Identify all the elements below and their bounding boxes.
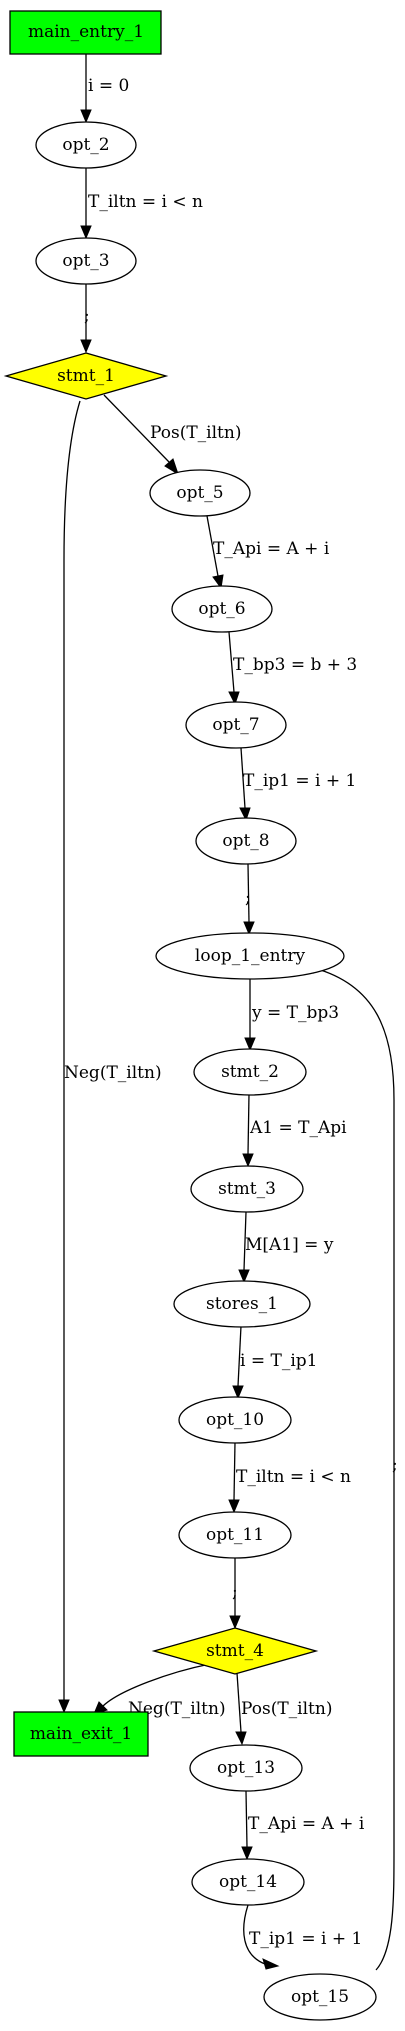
edge-label: A1 = T_Api xyxy=(249,1118,347,1138)
edge-label: Neg(T_iltn) xyxy=(64,1063,162,1083)
edge-label: ; xyxy=(232,1582,238,1602)
node-opt-11: opt_11 xyxy=(178,1511,292,1559)
node-main-entry-1: main_entry_1 xyxy=(9,10,162,55)
node-opt-10: opt_10 xyxy=(178,1396,292,1444)
edge-label: Pos(T_iltn) xyxy=(241,1699,332,1719)
edge-opt-3-to-stmt-1: ; xyxy=(80,284,92,354)
edge-main-entry-to-opt-2: i = 0 xyxy=(80,54,129,124)
edge-opt-10-to-opt-11: T_iltn = i < n xyxy=(228,1441,351,1514)
edge-label: ; xyxy=(245,888,251,908)
edge-opt-11-to-stmt-4: ; xyxy=(229,1557,241,1630)
edge-stores-1-to-opt-10: i = T_ip1 xyxy=(232,1325,317,1400)
node-opt-2: opt_2 xyxy=(35,121,137,169)
edge-label: T_Api = A + i xyxy=(213,539,330,559)
node-label: opt_14 xyxy=(219,1872,277,1892)
edge-label: M[A1] = y xyxy=(245,1235,334,1255)
edge-label: i = T_ip1 xyxy=(240,1351,317,1371)
nodes: main_entry_1 opt_2 opt_3 stmt_1 opt_5 op… xyxy=(3,10,377,2021)
node-opt-5: opt_5 xyxy=(149,469,251,517)
node-label: loop_1_entry xyxy=(195,946,306,966)
edge-label: T_iltn = i < n xyxy=(88,192,203,212)
edge-loop-1-entry-to-stmt-2: y = T_bp3 xyxy=(244,977,339,1052)
node-label: opt_8 xyxy=(222,831,269,851)
node-stmt-2: stmt_2 xyxy=(193,1048,307,1096)
edge-opt-5-to-opt-6: T_Api = A + i xyxy=(206,515,330,590)
edges: i = 0 T_iltn = i < n ; Pos(T_iltn) Neg(T… xyxy=(58,54,398,1971)
node-label: stmt_1 xyxy=(57,366,115,386)
edge-label: T_iltn = i < n xyxy=(236,1467,351,1487)
edge-label: T_ip1 = i + 1 xyxy=(249,1929,362,1949)
node-label: opt_6 xyxy=(198,599,245,619)
node-opt-14: opt_14 xyxy=(191,1858,305,1906)
node-opt-13: opt_13 xyxy=(189,1744,303,1792)
edge-opt-2-to-opt-3: T_iltn = i < n xyxy=(80,168,203,240)
edge-label: Neg(T_iltn) xyxy=(128,1699,226,1719)
node-opt-15: opt_15 xyxy=(263,1973,377,2021)
edge-stmt-2-to-stmt-3: A1 = T_Api xyxy=(242,1093,347,1168)
node-stmt-4: stmt_4 xyxy=(151,1627,319,1675)
node-loop-1-entry: loop_1_entry xyxy=(155,932,345,980)
node-stmt-1: stmt_1 xyxy=(3,352,169,400)
node-label: stmt_3 xyxy=(218,1179,276,1199)
node-opt-3: opt_3 xyxy=(35,237,137,285)
node-label: opt_2 xyxy=(62,135,109,155)
edge-opt-7-to-opt-8: T_ip1 = i + 1 xyxy=(239,747,356,822)
edge-stmt-1-to-opt-5: Pos(T_iltn) xyxy=(103,394,241,476)
node-label: opt_5 xyxy=(176,483,223,503)
node-label: stores_1 xyxy=(206,1294,278,1314)
node-opt-7: opt_7 xyxy=(185,701,287,749)
edge-label: y = T_bp3 xyxy=(251,1003,339,1023)
node-label: opt_11 xyxy=(206,1525,264,1545)
edge-opt-13-to-opt-14: T_Api = A + i xyxy=(241,1790,365,1861)
edge-opt-14-to-opt-15: T_ip1 = i + 1 xyxy=(243,1904,362,1970)
node-label: opt_7 xyxy=(212,715,259,735)
edge-label: i = 0 xyxy=(88,76,129,96)
node-label: main_entry_1 xyxy=(28,22,144,42)
node-opt-6: opt_6 xyxy=(171,585,273,633)
edge-label: Pos(T_iltn) xyxy=(150,423,241,443)
node-label: main_exit_1 xyxy=(30,1724,132,1744)
edge-label: T_bp3 = b + 3 xyxy=(233,655,357,675)
edge-label: ; xyxy=(84,306,90,326)
node-label: stmt_4 xyxy=(206,1641,264,1661)
edge-opt-6-to-opt-7: T_bp3 = b + 3 xyxy=(228,631,357,706)
edge-label: T_Api = A + i xyxy=(248,1814,365,1834)
edge-stmt-4-to-main-exit: Neg(T_iltn) xyxy=(93,1663,226,1719)
edge-stmt-1-to-main-exit: Neg(T_iltn) xyxy=(58,400,162,1714)
edge-label: T_ip1 = i + 1 xyxy=(243,771,356,791)
node-label: opt_3 xyxy=(62,251,109,271)
node-label: opt_10 xyxy=(206,1410,264,1430)
node-stmt-3: stmt_3 xyxy=(190,1165,304,1213)
edge-stmt-3-to-stores-1: M[A1] = y xyxy=(238,1211,334,1284)
edge-label: ; xyxy=(392,1455,398,1475)
node-label: opt_13 xyxy=(217,1758,275,1778)
edge-stmt-4-to-opt-13: Pos(T_iltn) xyxy=(235,1672,332,1746)
node-stores-1: stores_1 xyxy=(173,1280,311,1328)
node-label: opt_15 xyxy=(291,1987,349,2007)
edge-opt-8-to-loop-1-entry: ; xyxy=(243,863,255,936)
node-main-exit-1: main_exit_1 xyxy=(13,1711,149,1757)
node-opt-8: opt_8 xyxy=(195,817,297,865)
node-label: stmt_2 xyxy=(221,1062,279,1082)
